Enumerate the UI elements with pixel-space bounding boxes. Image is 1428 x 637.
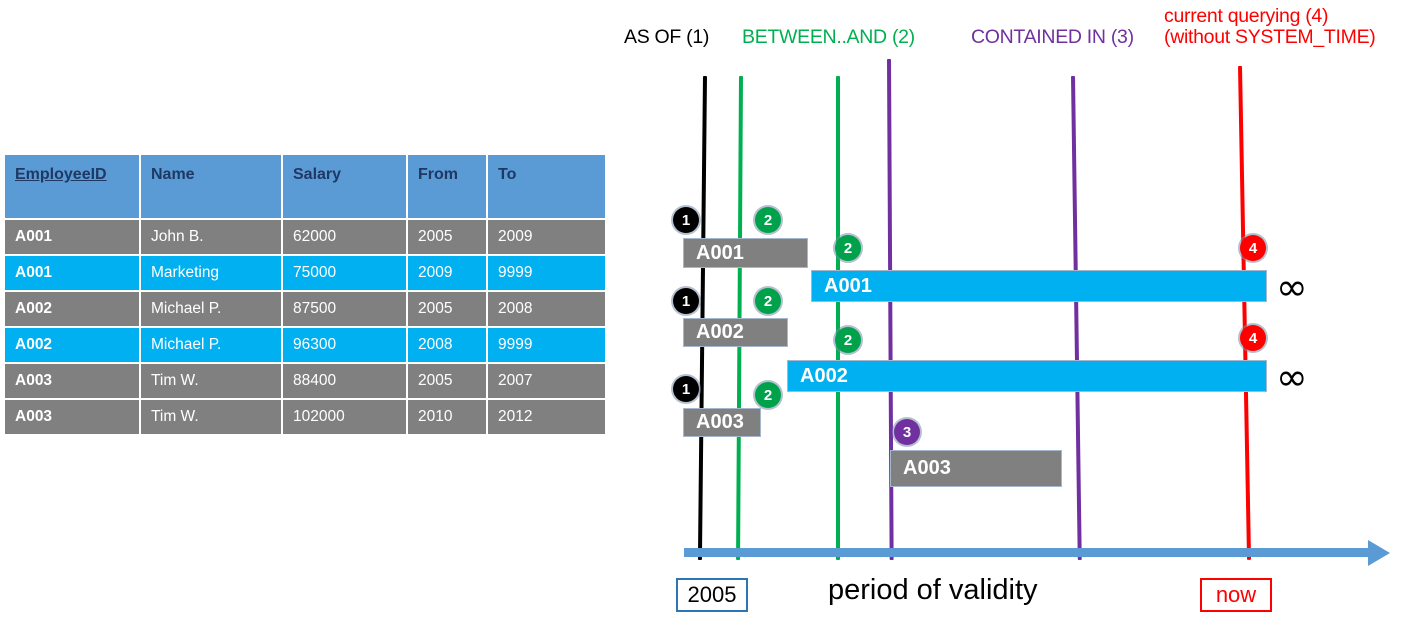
badge-as-of-row3: 1 (673, 288, 699, 314)
cell-salary: 62000 (283, 220, 408, 256)
cell-salary: 88400 (283, 364, 408, 400)
table-row: A002 Michael P. 96300 2008 9999 (5, 328, 605, 364)
contained-end-line (1071, 75, 1082, 560)
cell-to: 2009 (488, 220, 605, 256)
cell-employeeid: A001 (5, 220, 141, 256)
badge-between-row1: 2 (755, 207, 781, 233)
cell-to: 2007 (488, 364, 605, 400)
bar-label: A001 (824, 274, 872, 297)
table-row: A003 Tim W. 102000 2010 2012 (5, 400, 605, 436)
badge-between-row4: 2 (835, 327, 861, 353)
badge-contained-row6: 3 (894, 419, 920, 445)
column-header-salary: Salary (283, 155, 408, 220)
table-header-row: EmployeeID Name Salary From To (5, 155, 605, 220)
column-header-employeeid: EmployeeID (5, 155, 141, 220)
badge-current-row2: 4 (1240, 235, 1266, 261)
badge-as-of-row1: 1 (673, 207, 699, 233)
cell-salary: 96300 (283, 328, 408, 364)
cell-name: Tim W. (141, 400, 283, 436)
table-row: A003 Tim W. 88400 2005 2007 (5, 364, 605, 400)
legend-current-querying: current querying (4) (without SYSTEM_TIM… (1164, 5, 1376, 49)
cell-salary: 102000 (283, 400, 408, 436)
bar-a002-current: A002 (787, 360, 1267, 392)
table-row: A001 Marketing 75000 2009 9999 (5, 256, 605, 292)
infinity-symbol-a001: ∞ (1276, 265, 1308, 309)
bar-label: A003 (903, 457, 951, 479)
axis-title: period of validity (828, 574, 1038, 606)
table-row: A002 Michael P. 87500 2005 2008 (5, 292, 605, 328)
column-header-employeeid-text: EmployeeID (15, 166, 107, 183)
cell-employeeid: A002 (5, 292, 141, 328)
cell-salary: 87500 (283, 292, 408, 328)
bar-a001-historic: A001 (683, 238, 808, 268)
bar-a001-current: A001 (811, 270, 1267, 302)
cell-from: 2005 (408, 292, 488, 328)
infinity-symbol-a002: ∞ (1276, 355, 1308, 399)
column-header-to: To (488, 155, 605, 220)
cell-employeeid: A003 (5, 364, 141, 400)
bar-label: A002 (696, 321, 744, 343)
cell-salary: 75000 (283, 256, 408, 292)
cell-name: Michael P. (141, 328, 283, 364)
cell-name: John B. (141, 220, 283, 256)
axis-start-label: 2005 (676, 578, 748, 612)
badge-between-row3: 2 (755, 288, 781, 314)
time-axis-arrow-icon (1368, 540, 1390, 566)
bar-a003-historic-2: A003 (890, 450, 1062, 487)
cell-to: 9999 (488, 256, 605, 292)
between-end-line (836, 76, 840, 560)
cell-to: 2012 (488, 400, 605, 436)
cell-from: 2009 (408, 256, 488, 292)
column-header-from: From (408, 155, 488, 220)
table-row: A001 John B. 62000 2005 2009 (5, 220, 605, 256)
cell-employeeid: A003 (5, 400, 141, 436)
legend-contained-in: CONTAINED IN (3) (971, 26, 1134, 48)
bar-a002-historic: A002 (683, 318, 788, 347)
cell-from: 2008 (408, 328, 488, 364)
cell-from: 2005 (408, 364, 488, 400)
cell-employeeid: A002 (5, 328, 141, 364)
badge-between-row5: 2 (755, 382, 781, 408)
cell-employeeid: A001 (5, 256, 141, 292)
axis-now-label: now (1200, 578, 1272, 612)
badge-between-row2: 2 (835, 235, 861, 261)
column-header-name: Name (141, 155, 283, 220)
now-line (1238, 65, 1252, 560)
bar-label: A002 (800, 364, 848, 387)
cell-name: Tim W. (141, 364, 283, 400)
cell-name: Marketing (141, 256, 283, 292)
cell-from: 2010 (408, 400, 488, 436)
employee-history-table: EmployeeID Name Salary From To A001 John… (5, 155, 605, 436)
badge-as-of-row5: 1 (673, 376, 699, 402)
cell-to: 2008 (488, 292, 605, 328)
legend-current-querying-line2: (without SYSTEM_TIME) (1164, 26, 1376, 49)
bar-label: A001 (696, 241, 744, 264)
legend-current-querying-line1: current querying (4) (1164, 5, 1329, 27)
legend-between-and: BETWEEN..AND (2) (742, 26, 915, 48)
bar-a003-historic-1: A003 (683, 408, 761, 437)
badge-current-row4: 4 (1240, 325, 1266, 351)
bar-label: A003 (696, 411, 744, 433)
cell-name: Michael P. (141, 292, 283, 328)
legend-as-of: AS OF (1) (624, 26, 710, 48)
cell-to: 9999 (488, 328, 605, 364)
time-axis-line (684, 548, 1374, 557)
cell-from: 2005 (408, 220, 488, 256)
